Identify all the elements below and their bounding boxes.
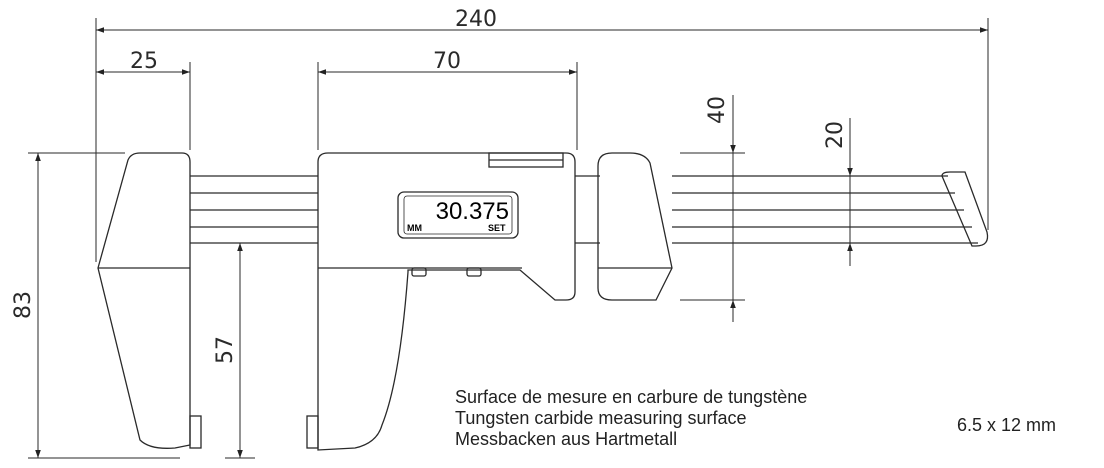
display-value: 30.375 bbox=[436, 198, 509, 225]
lcd-display bbox=[397, 191, 519, 239]
size-note: 6.5 x 12 mm bbox=[957, 415, 1057, 435]
fixed-jaw bbox=[97, 152, 202, 449]
mm-button-label: MM bbox=[407, 223, 422, 233]
dim-total-height: 83 bbox=[11, 291, 36, 319]
material-notes: Surface de mesure en carbure de tungstèn… bbox=[455, 387, 807, 450]
dim-slider-length: 70 bbox=[433, 49, 461, 74]
dim-jaw-width: 25 bbox=[130, 49, 158, 74]
note-english: Tungsten carbide measuring surface bbox=[455, 408, 747, 428]
dim-jaw-depth: 57 bbox=[213, 336, 238, 364]
depth-rod-end bbox=[941, 171, 989, 247]
note-french: Surface de mesure en carbure de tungstèn… bbox=[455, 387, 808, 407]
main-beam bbox=[190, 175, 978, 244]
set-button-label: SET bbox=[488, 223, 506, 233]
locking-block bbox=[597, 152, 673, 301]
dim-depth-rod: 20 bbox=[823, 121, 848, 149]
sliding-jaw bbox=[306, 152, 576, 451]
note-german: Messbacken aus Hartmetall bbox=[455, 429, 678, 449]
dim-beam-section: 40 bbox=[705, 96, 730, 124]
dim-overall-length: 240 bbox=[455, 7, 497, 32]
dimension-lines bbox=[35, 27, 988, 458]
